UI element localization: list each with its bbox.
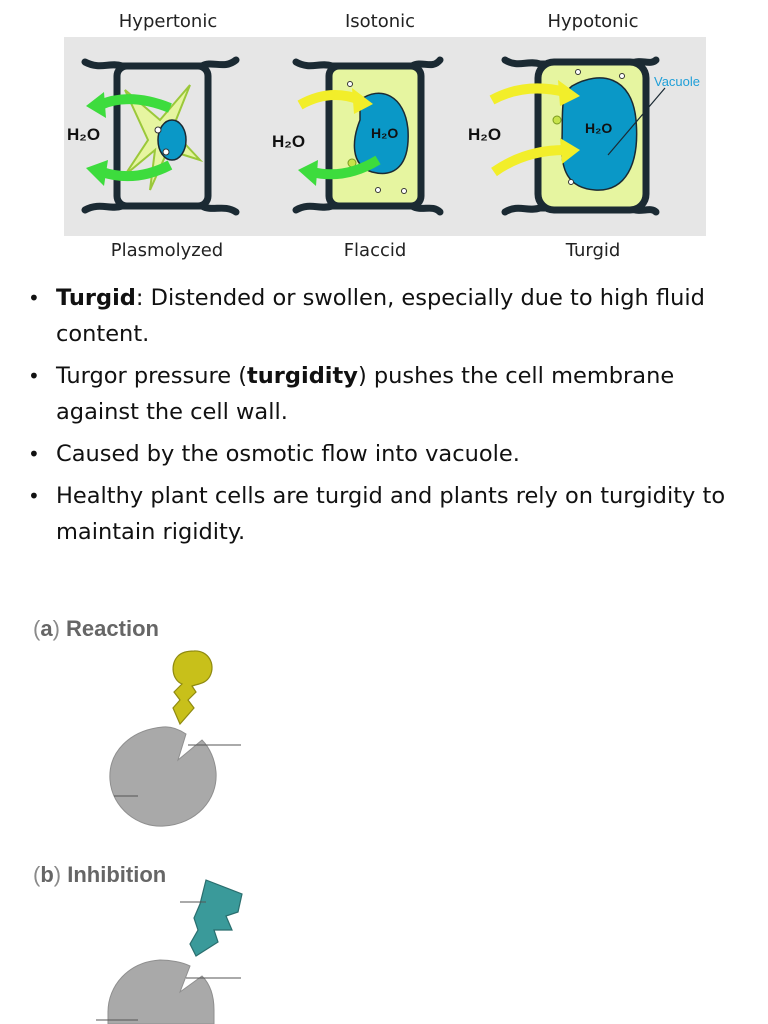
bullet-dot-icon: •	[28, 364, 40, 388]
inhibitor-shape	[189, 879, 243, 957]
bullet-text: : Distended or swollen, especially due t…	[56, 285, 705, 347]
turgid-cell: Vacuole H₂O H₂O	[468, 56, 700, 216]
panel-a-title: (a) Reaction	[33, 616, 159, 641]
bullet-item: • Turgor pressure (turgidity) pushes the …	[28, 358, 753, 430]
bullet-dot-icon: •	[28, 286, 40, 310]
bullet-text: Caused by the osmotic flow into vacuole.	[56, 441, 520, 467]
substrate-shape	[172, 650, 213, 726]
h2o-label-3-inner: H₂O	[585, 120, 612, 136]
bullet-bold: turgidity	[247, 363, 358, 389]
bullet-text: Healthy plant cells are turgid and plant…	[56, 483, 726, 545]
label-flaccid: Flaccid	[344, 240, 407, 261]
bullet-bold: Turgid	[56, 285, 136, 311]
flaccid-cell: H₂O H₂O	[272, 56, 444, 216]
plant-cell-tonicity-diagram: Hypertonic Isotonic Hypotonic H₂O H₂	[64, 11, 706, 261]
plasmolyzed-cell: H₂O	[67, 56, 240, 216]
label-hypertonic: Hypertonic	[119, 11, 217, 32]
label-hypotonic: Hypotonic	[547, 11, 638, 32]
h2o-label-2: H₂O	[272, 132, 305, 151]
bullet-dot-icon: •	[28, 484, 40, 508]
label-isotonic: Isotonic	[345, 11, 415, 32]
enzyme-shape	[109, 726, 217, 827]
bullet-item: • Caused by the osmotic flow into vacuole…	[28, 436, 753, 472]
bullet-item: • Turgid: Distended or swollen, especiall…	[28, 280, 753, 352]
vacuole-label: Vacuole	[654, 74, 700, 89]
bullet-dot-icon: •	[28, 442, 40, 466]
h2o-label-2-inner: H₂O	[371, 125, 398, 141]
h2o-label-1: H₂O	[67, 125, 100, 144]
bullet-text: Turgor pressure (	[56, 363, 248, 389]
label-turgid: Turgid	[565, 240, 621, 261]
label-plasmolyzed: Plasmolyzed	[111, 240, 223, 261]
panel-b-title: (b) Inhibition	[33, 862, 166, 887]
turgidity-bullet-list: • Turgid: Distended or swollen, especiall…	[28, 280, 753, 556]
enzyme-shape-b	[107, 959, 215, 1024]
bullet-text: ) pushes the cell membrane against the c…	[56, 363, 675, 425]
bullet-item: • Healthy plant cells are turgid and plan…	[28, 478, 753, 550]
h2o-label-3: H₂O	[468, 125, 501, 144]
enzyme-inhibition-diagram: (a) Reaction (b) Inhibition	[33, 616, 243, 1024]
